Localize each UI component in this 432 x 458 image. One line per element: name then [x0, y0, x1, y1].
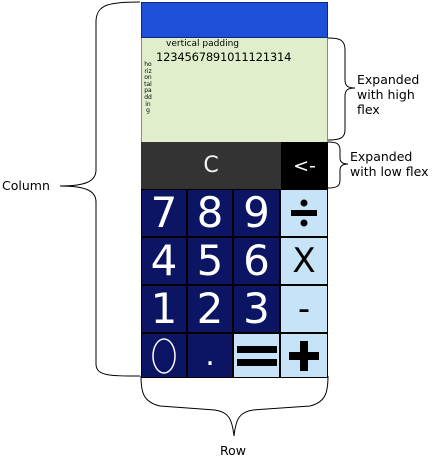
key-1[interactable]: 1	[141, 285, 187, 333]
row-brace	[140, 375, 329, 437]
key-8[interactable]: 8	[187, 189, 233, 237]
high-flex-label-line-2: with high	[357, 87, 415, 102]
low-flex-label-line-1: Expanded	[350, 149, 413, 164]
vertical-padding-label: vertical padding	[166, 39, 239, 49]
calculator-app: vertical padding 1234567891011121314 hor…	[141, 2, 328, 378]
key-7[interactable]: 7	[141, 189, 187, 237]
add-button[interactable]	[280, 333, 328, 378]
column-label: Column	[2, 178, 50, 193]
display-digits: 1234567891011121314	[156, 50, 292, 64]
low-flex-label: Expanded with low flex	[350, 149, 429, 179]
app-top-bar	[141, 2, 328, 38]
keypad: 7 8 9 4 5 6 X 1 2 3 - .	[141, 189, 328, 378]
control-row: C <-	[141, 142, 328, 189]
equals-icon	[236, 345, 277, 366]
subtract-button[interactable]: -	[280, 285, 328, 333]
equals-button[interactable]	[233, 333, 280, 378]
backspace-button[interactable]: <-	[281, 142, 328, 189]
decimal-button[interactable]: .	[187, 333, 233, 378]
row-label: Row	[220, 443, 246, 458]
column-brace	[59, 1, 141, 377]
key-3[interactable]: 3	[233, 285, 280, 333]
zero-button[interactable]	[141, 333, 187, 378]
high-flex-brace	[327, 37, 356, 141]
high-flex-label-line-3: flex	[357, 102, 380, 117]
key-4[interactable]: 4	[141, 237, 187, 285]
display-area: vertical padding 1234567891011121314 hor…	[141, 38, 328, 142]
high-flex-label: Expanded with high flex	[357, 72, 419, 117]
key-9[interactable]: 9	[233, 189, 280, 237]
clear-button[interactable]: C	[141, 142, 281, 189]
multiply-button[interactable]: X	[280, 237, 328, 285]
high-flex-label-line-1: Expanded	[357, 72, 420, 87]
low-flex-label-line-2: with low flex	[350, 164, 429, 179]
divide-button[interactable]	[280, 189, 328, 237]
low-flex-brace	[327, 141, 349, 189]
plus-icon	[289, 340, 319, 371]
key-2[interactable]: 2	[187, 285, 233, 333]
key-6[interactable]: 6	[233, 237, 280, 285]
divide-icon	[291, 199, 317, 227]
zero-icon	[152, 337, 176, 374]
key-5[interactable]: 5	[187, 237, 233, 285]
horizontal-padding-label: horizontal padding	[144, 61, 152, 115]
